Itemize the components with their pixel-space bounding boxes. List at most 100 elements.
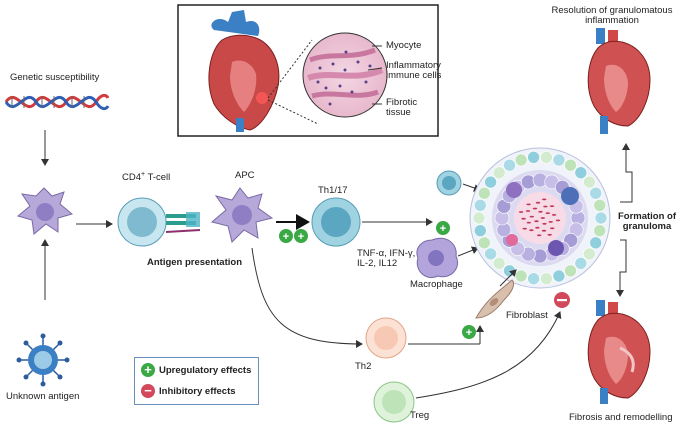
heart-illustration-fibrosis — [587, 300, 651, 404]
granuloma-core-debris — [526, 203, 531, 206]
legend-down-label: Inhibitory effects — [159, 385, 236, 397]
granuloma-core-debris — [518, 211, 524, 213]
apc-cell-left — [16, 187, 74, 235]
antigen-presentation-label: Antigen presentation — [147, 257, 243, 268]
granuloma-lymphocyte — [473, 224, 487, 237]
granuloma-core-debris — [525, 210, 531, 212]
legend-up-label: Upregulatory effects — [159, 364, 252, 376]
granuloma-lymphocyte — [574, 166, 588, 179]
granuloma-lymphocyte — [492, 256, 506, 270]
inflammatory-line-2: immune cells — [386, 70, 442, 82]
granuloma-core-debris — [545, 212, 550, 215]
granuloma-core-debris — [522, 227, 527, 230]
granuloma-lymphocyte — [564, 264, 577, 278]
granuloma-lymphocyte — [589, 236, 603, 250]
granuloma-illustration — [469, 147, 611, 289]
genetic-susceptibility-label: Genetic susceptibility — [10, 72, 100, 83]
granuloma-core-debris — [540, 217, 545, 219]
resolution-label: Resolution of granulomatous inflammation — [545, 5, 679, 27]
cd4-text: CD4 — [122, 172, 142, 184]
fibroblast-label: Fibroblast — [506, 310, 548, 321]
cd4-superscript: + — [141, 171, 146, 178]
granuloma-lymphocyte — [527, 272, 540, 286]
granuloma-core-debris — [548, 221, 553, 223]
granuloma-lymphocyte — [527, 151, 540, 164]
apc-label: APC — [235, 170, 255, 181]
granuloma-lymphocyte — [593, 224, 607, 237]
svg-text:+: + — [283, 231, 289, 243]
heart-illustration-resolution — [587, 28, 651, 134]
inflammatory-line-1: Inflammatory — [386, 60, 441, 71]
th2-label: Th2 — [355, 361, 372, 372]
granuloma-lymphocyte — [583, 175, 596, 189]
granuloma-outer-ring — [472, 151, 608, 286]
heart-illustration-top — [208, 10, 280, 132]
granuloma-lymphocyte — [552, 269, 566, 283]
granuloma-core-debris — [526, 221, 531, 224]
legend-up-icon: + — [141, 363, 155, 377]
inflammatory-cells-label: Inflammatory immune cells — [386, 60, 442, 82]
granuloma-core — [518, 198, 561, 237]
granuloma-lymphocyte — [514, 269, 528, 283]
th2-cell — [365, 317, 407, 359]
granuloma-lymphocyte — [583, 247, 596, 261]
granuloma-core-debris — [538, 210, 543, 213]
granuloma-core-debris — [535, 201, 541, 204]
granuloma-core-debris — [542, 198, 547, 201]
apc-cell-center — [210, 187, 274, 243]
granuloma-core-debris — [550, 227, 555, 230]
unknown-antigen-label: Unknown antigen — [6, 391, 80, 402]
granuloma-lymphocyte — [472, 211, 486, 225]
tcell-suffix: T-cell — [145, 172, 171, 184]
granuloma-lymphocyte — [484, 175, 497, 189]
inhibitory-symbol-granuloma — [554, 292, 570, 308]
legend-upregulatory: + Upregulatory effects — [141, 363, 251, 377]
fibroblast-cell — [475, 279, 515, 319]
granuloma-core-debris — [541, 229, 547, 232]
upregulatory-symbol-th1: + — [436, 221, 450, 235]
fibrotic-line-2: tissue — [386, 107, 411, 119]
granuloma-lymphocyte — [594, 211, 608, 225]
treg-label: Treg — [410, 410, 430, 421]
legend: + Upregulatory effects − Inhibitory effe… — [134, 357, 259, 405]
heart-histology-panel — [177, 4, 439, 137]
granuloma-core-debris — [535, 226, 540, 229]
formation-line-2: granuloma — [622, 221, 672, 233]
treg-cell — [373, 381, 415, 423]
histology-circle — [302, 32, 388, 118]
fibrotic-line-1: Fibrotic — [386, 97, 418, 108]
granuloma-lymphocyte — [552, 153, 566, 167]
granuloma-core-debris — [537, 234, 542, 237]
granuloma-core-debris — [529, 229, 534, 232]
svg-text:+: + — [466, 327, 472, 339]
dna-helix-icon — [4, 93, 110, 111]
granuloma-core-debris — [543, 205, 548, 208]
legend-inhibitory: − Inhibitory effects — [141, 384, 236, 398]
resolution-line-1: Resolution of granulomatous — [551, 5, 673, 16]
monocyte-cell — [436, 170, 462, 196]
granuloma-core-debris — [529, 215, 534, 218]
legend-down-icon: − — [141, 384, 155, 398]
cd4-tcell — [117, 197, 167, 247]
granuloma-lymphocyte — [589, 186, 603, 200]
granuloma-lymphocyte — [473, 199, 487, 212]
granuloma-core-debris — [547, 233, 552, 236]
granuloma-lymphocyte — [593, 199, 607, 212]
svg-text:+: + — [440, 223, 446, 235]
granuloma-lymphocyte — [514, 153, 528, 167]
unknown-antigen-icon — [16, 333, 70, 387]
macrophage-label: Macrophage — [410, 279, 463, 290]
granuloma-lymphocyte — [564, 158, 577, 172]
cd4-tcell-label: CD4+ T-cell — [122, 171, 170, 184]
granuloma-lymphocyte — [477, 186, 491, 200]
granuloma-lymphocyte — [540, 272, 553, 286]
th1-17-cell — [311, 197, 361, 247]
granuloma-core-debris — [555, 219, 561, 222]
granuloma-core-debris — [534, 220, 539, 223]
upregulatory-symbol-pair: + + — [279, 229, 308, 243]
fibrosis-remodelling-label: Fibrosis and remodelling — [569, 412, 673, 423]
granuloma-lymphocyte — [503, 158, 516, 172]
granuloma-lymphocyte — [540, 151, 553, 164]
granuloma-core-debris — [549, 205, 555, 208]
